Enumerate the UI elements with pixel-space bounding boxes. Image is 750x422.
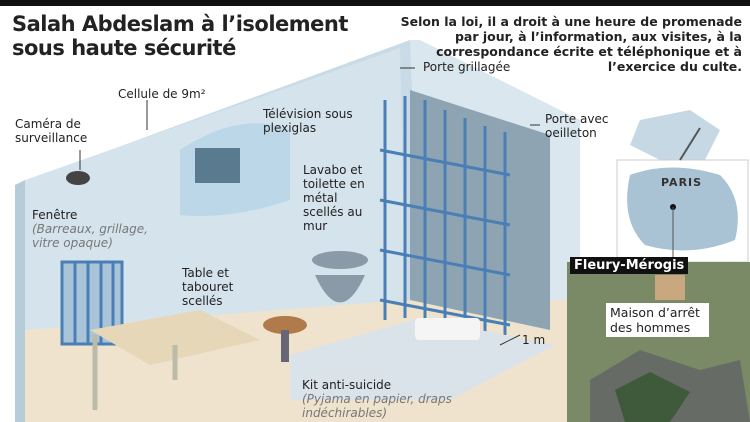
- table: [90, 310, 260, 365]
- fenetre-title: Fenêtre: [32, 208, 78, 222]
- label-porte-grillagee: Porte grillagée: [423, 60, 511, 74]
- label-kit: Kit anti-suicide (Pyjama en papier, drap…: [302, 378, 462, 420]
- rights-note: Selon la loi, il a droit à une heure de …: [400, 14, 742, 74]
- label-porte-oeilleton: Porte avec oeilleton: [545, 112, 609, 140]
- barred-door: [379, 96, 511, 335]
- france-map: [630, 110, 720, 160]
- camera: [66, 171, 90, 185]
- bed: [290, 318, 555, 400]
- pillow: [415, 318, 480, 340]
- ile-de-france-map: [627, 167, 738, 251]
- top-bar: [0, 0, 750, 6]
- paris-label: PARIS: [661, 176, 703, 189]
- stool: [263, 316, 307, 334]
- page-title: Salah Abdeslam à l’isolement sous haute …: [12, 12, 348, 60]
- toilet: [315, 275, 365, 303]
- title-line-2: sous haute sécurité: [12, 36, 236, 60]
- label-cellule: Cellule de 9m²: [118, 87, 206, 101]
- label-table: Table et tabouret scellés: [182, 266, 234, 308]
- building-label: Maison d’arrêt des hommes: [606, 303, 709, 337]
- title-line-1: Salah Abdeslam à l’isolement: [12, 12, 348, 36]
- label-camera: Caméra de surveillance: [15, 117, 88, 145]
- kit-title: Kit anti-suicide: [302, 378, 392, 392]
- television: [195, 148, 240, 183]
- sink: [312, 251, 368, 269]
- label-lavabo: Lavabo et toilette en métal scellés au m…: [303, 163, 365, 233]
- label-scale: 1 m: [522, 333, 546, 347]
- fenetre-detail: (Barreaux, grillage, vitre opaque): [32, 222, 148, 250]
- label-fenetre: Fenêtre (Barreaux, grillage, vitre opaqu…: [32, 208, 157, 250]
- kit-detail: (Pyjama en papier, draps indéchirables): [302, 392, 452, 420]
- label-television: Télévision sous plexiglas: [263, 107, 353, 135]
- location-label: Fleury-Mérogis: [570, 257, 689, 274]
